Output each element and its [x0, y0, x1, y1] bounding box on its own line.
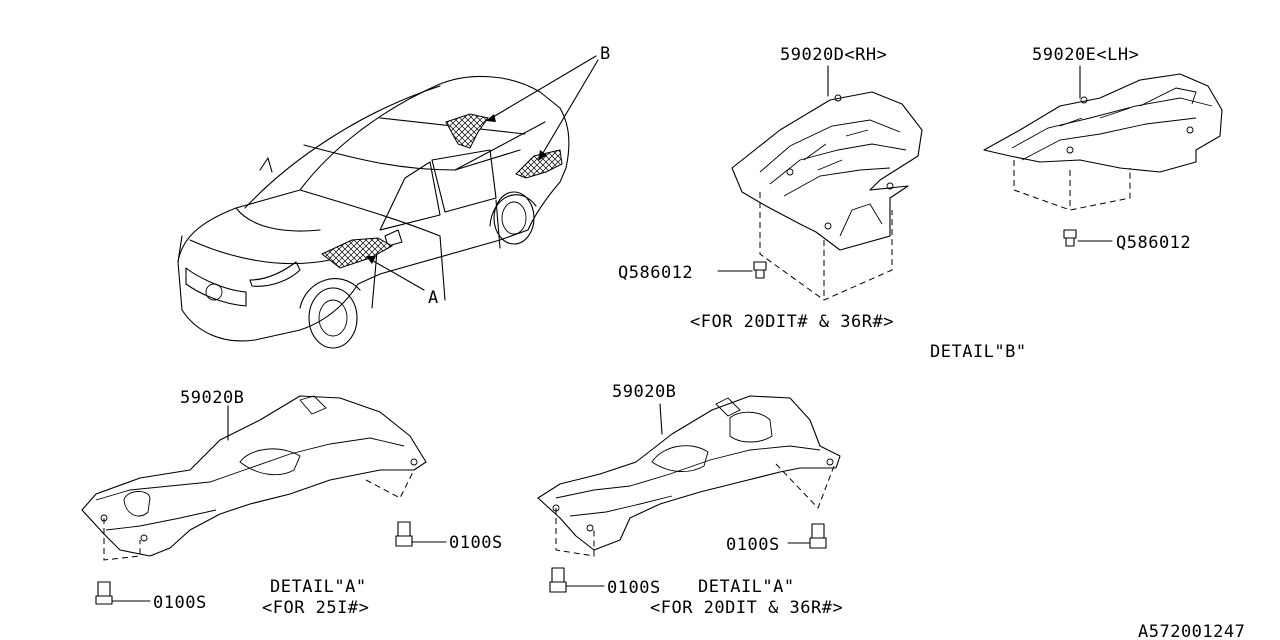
bolt-label-b-right: Q586012: [1116, 233, 1191, 253]
heat-insulator-a-left: [81, 395, 427, 561]
bolt-label-a3: 0100S: [607, 578, 661, 598]
part-label-a-left: 59020B: [180, 388, 244, 408]
detail-a-right-title: DETAIL"A": [698, 577, 795, 597]
bolt-label-b-left: Q586012: [618, 263, 693, 283]
part-label-lh: 59020E<LH>: [1032, 45, 1139, 65]
part-label-a-right: 59020B: [612, 382, 676, 402]
diagram-id: A572001247: [1138, 622, 1245, 640]
detail-b-title: DETAIL"B": [930, 342, 1027, 362]
note-a-right: <FOR 20DIT & 36R#>: [650, 598, 843, 618]
bolt-a2: [395, 521, 447, 547]
bolt-label-a4: 0100S: [726, 535, 780, 555]
bolt-a1: [95, 581, 151, 605]
note-a-left: <FOR 25I#>: [262, 598, 369, 618]
heat-insulator-lh: [983, 65, 1223, 211]
bolt-a4: [787, 523, 827, 549]
note-b: <FOR 20DIT# & 36R#>: [690, 312, 894, 332]
bolt-label-a1: 0100S: [153, 593, 207, 613]
heat-insulator-rh: [731, 65, 923, 301]
part-label-rh: 59020D<RH>: [780, 45, 887, 65]
heat-insulator-a-right: [537, 395, 841, 557]
bolt-b-left: [717, 261, 767, 279]
callout-a-label: A: [428, 288, 439, 308]
bolt-a3: [549, 567, 605, 593]
detail-a-left-title: DETAIL"A": [270, 577, 367, 597]
bolt-b-right: [1063, 229, 1113, 247]
vehicle-illustration: [177, 55, 599, 349]
bolt-label-a2: 0100S: [449, 533, 503, 553]
callout-b-label: B: [600, 44, 611, 64]
